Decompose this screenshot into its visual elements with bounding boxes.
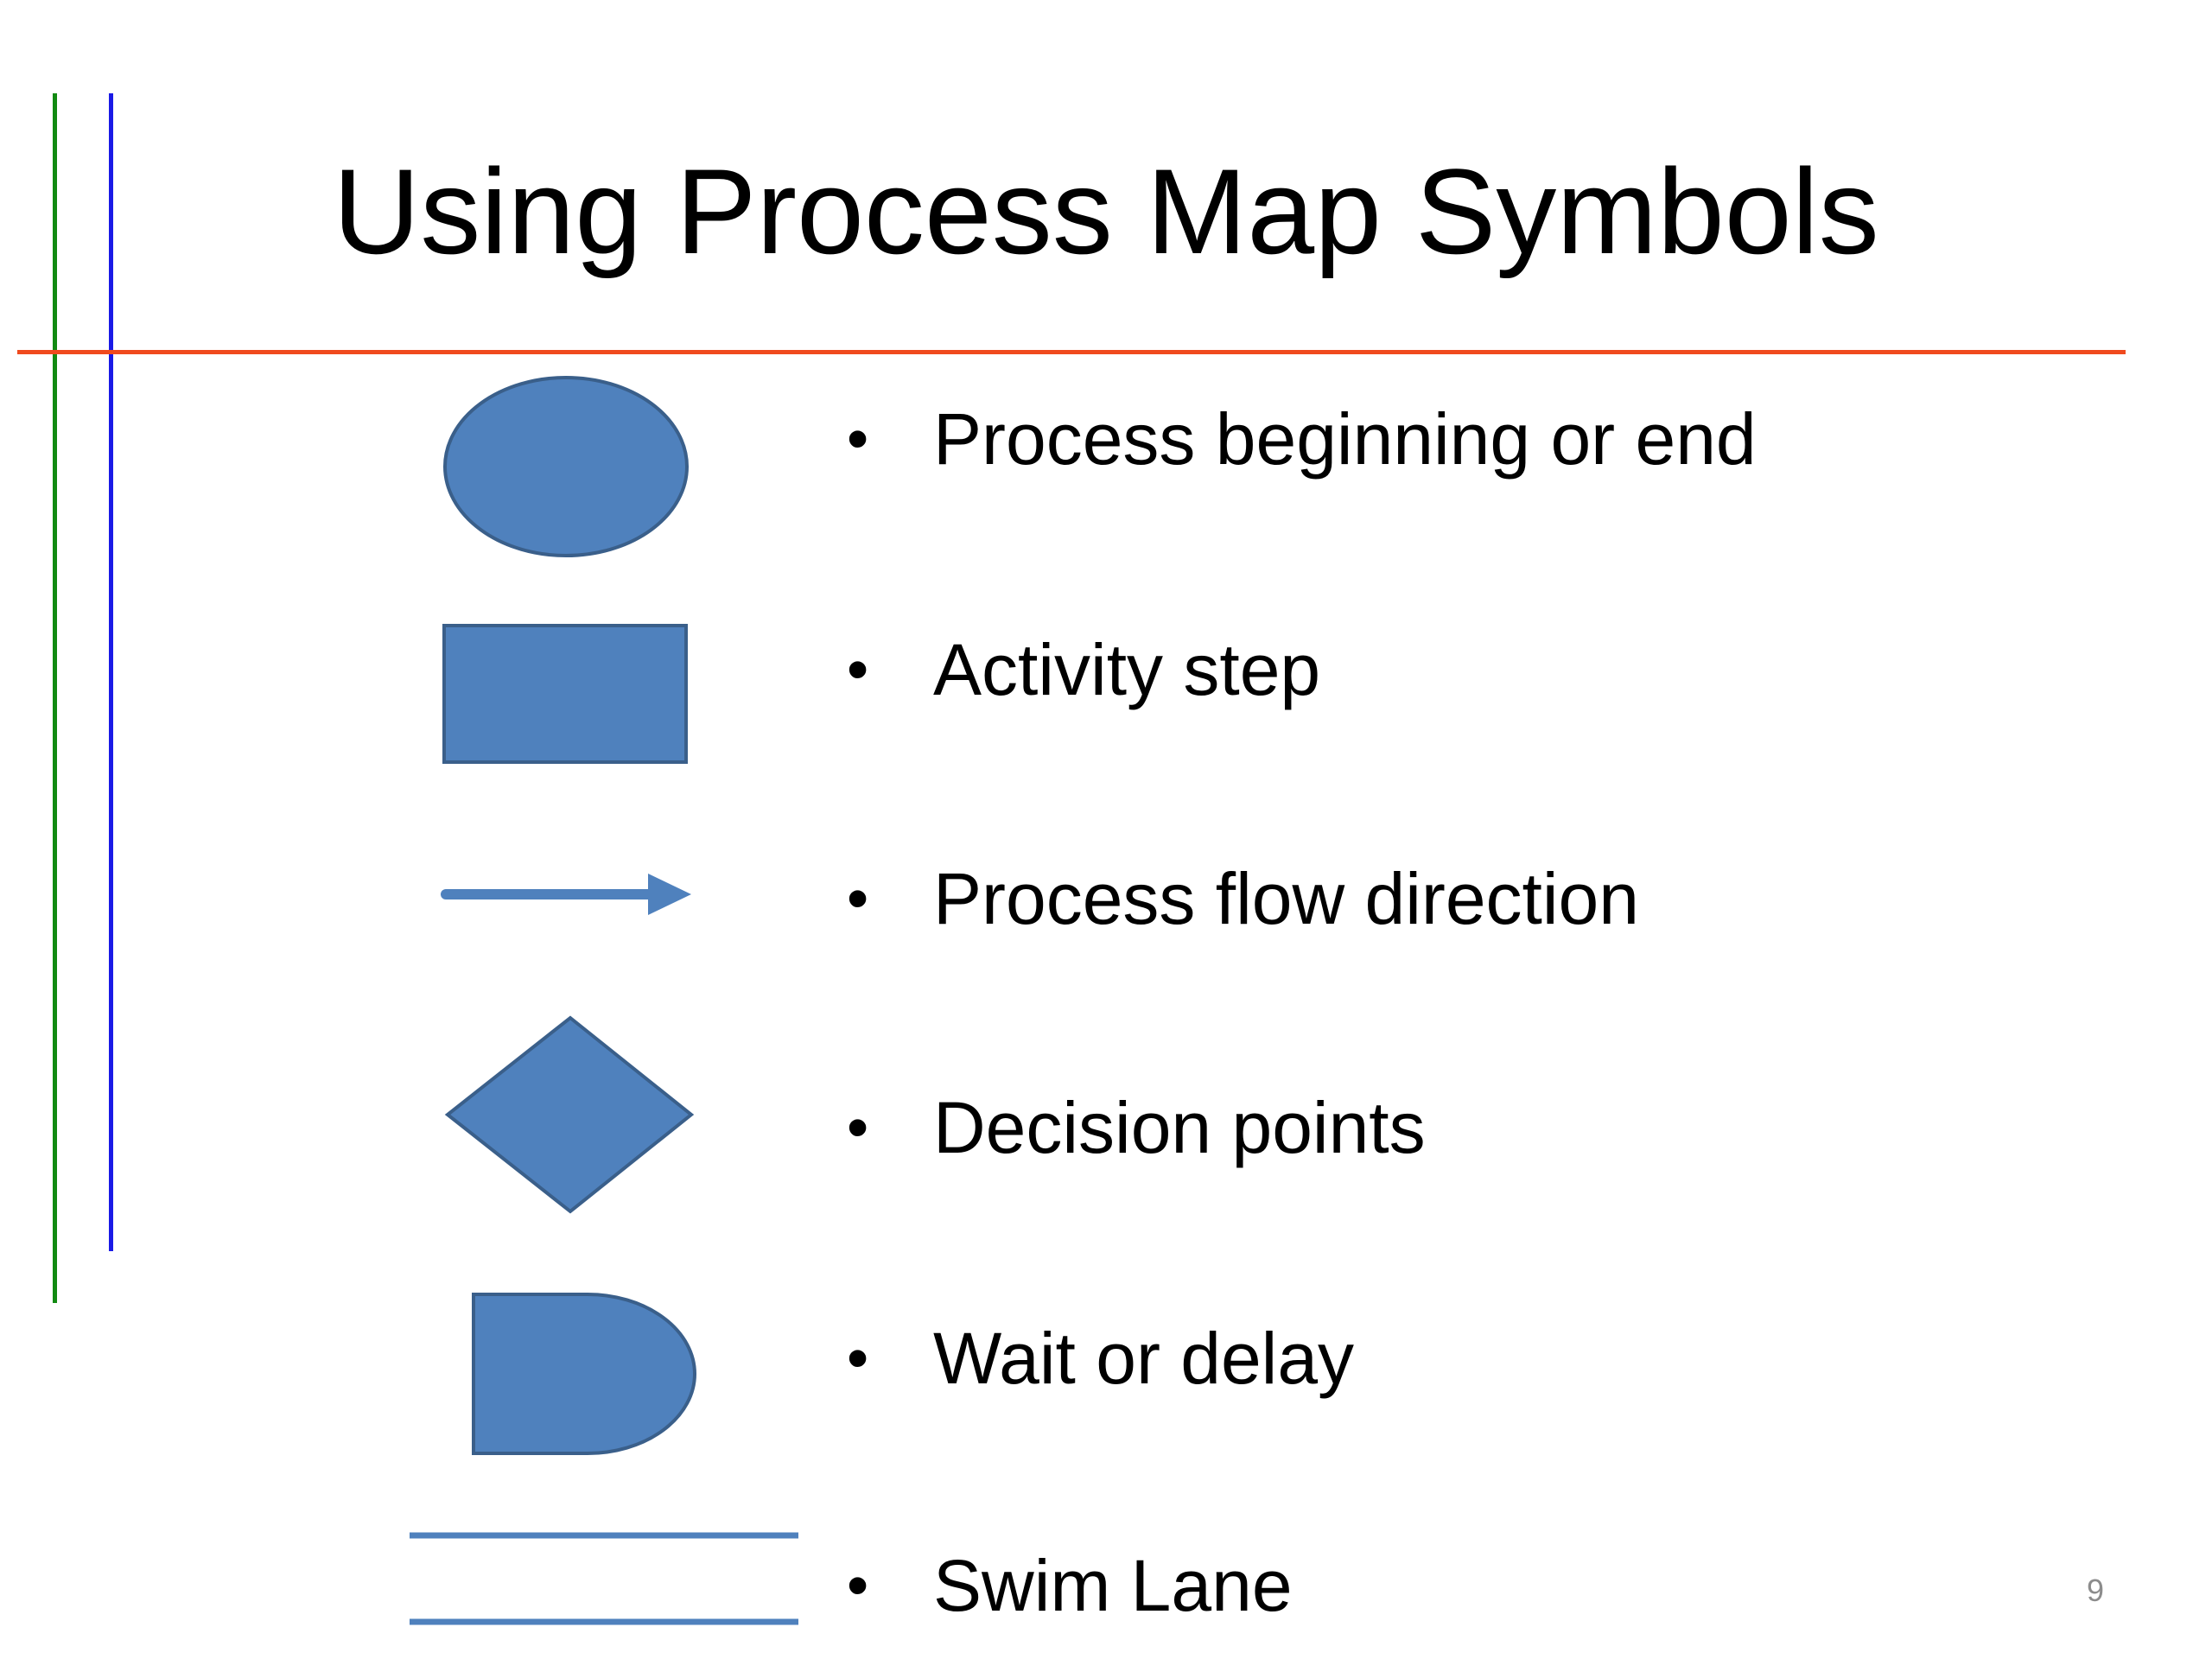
bullet: • <box>847 864 869 933</box>
legend-item-swim-lane: • Swim Lane <box>847 1534 1293 1637</box>
diamond-decision-icon <box>444 1015 695 1214</box>
rectangle-activity-icon <box>442 624 688 764</box>
guide-line-blue <box>109 93 113 1251</box>
legend-item-delay: • Wait or delay <box>847 1306 1354 1410</box>
legend-item-rectangle: • Activity step <box>847 618 1320 721</box>
legend-label: Decision points <box>933 1087 1426 1168</box>
legend-item-oval: • Process beginning or end <box>847 387 1757 491</box>
bullet: • <box>847 635 869 704</box>
bullet: • <box>847 1093 869 1162</box>
legend-label: Process beginning or end <box>933 398 1757 480</box>
bullet: • <box>847 404 869 474</box>
guide-line-red <box>17 350 2126 354</box>
swim-lane-icon <box>410 1532 798 1625</box>
delay-shape-icon <box>472 1293 696 1455</box>
oval-terminator-icon <box>443 376 689 557</box>
legend-item-arrow: • Process flow direction <box>847 847 1639 950</box>
guide-line-green <box>53 93 57 1303</box>
legend-label: Process flow direction <box>933 858 1639 939</box>
legend-label: Swim Lane <box>933 1545 1293 1626</box>
page-number: 9 <box>2086 1573 2104 1608</box>
legend-label: Wait or delay <box>933 1318 1355 1399</box>
legend-label: Activity step <box>933 629 1321 710</box>
slide-title: Using Process Map Symbols <box>333 143 1879 279</box>
bullet: • <box>847 1324 869 1393</box>
flow-arrow-icon <box>441 874 691 915</box>
bullet: • <box>847 1551 869 1620</box>
legend-item-diamond: • Decision points <box>847 1076 1426 1179</box>
